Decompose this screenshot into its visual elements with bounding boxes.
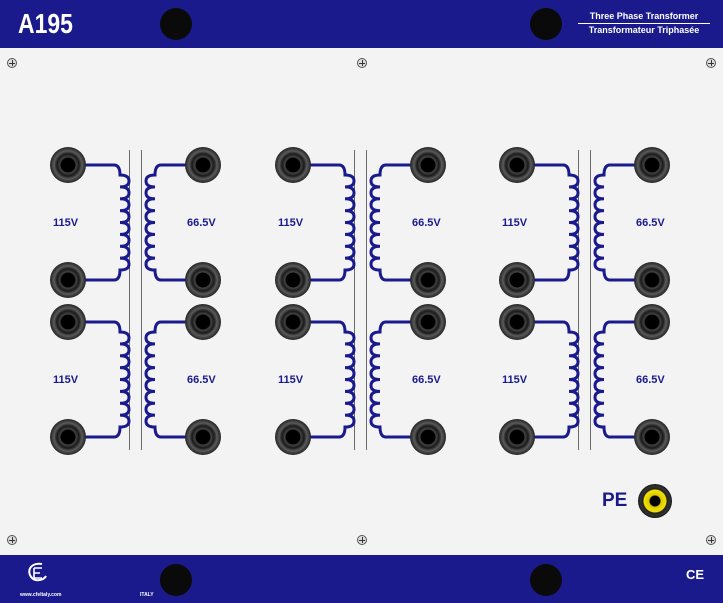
terminal-top[interactable] <box>275 147 311 183</box>
bottom-footer-band <box>0 555 723 603</box>
core-separator <box>578 150 579 450</box>
winding-voltage-label: 115V <box>53 217 79 229</box>
core-separator <box>141 150 142 450</box>
model-number: A195 <box>18 8 73 39</box>
winding-voltage-label: 115V <box>278 217 304 229</box>
terminal-bottom[interactable] <box>185 419 221 455</box>
winding-coil <box>144 163 203 282</box>
terminal-top[interactable] <box>634 304 670 340</box>
screw-icon <box>357 58 367 68</box>
terminal-bottom[interactable] <box>275 419 311 455</box>
core-separator <box>129 150 130 450</box>
title-french: Transformateur Triphasée <box>588 25 700 35</box>
terminal-top[interactable] <box>410 304 446 340</box>
screw-icon <box>7 535 17 545</box>
screw-icon <box>706 535 716 545</box>
terminal-top[interactable] <box>185 304 221 340</box>
top-header-band: A195 Three Phase Transformer Transformat… <box>0 0 723 48</box>
terminal-bottom[interactable] <box>634 262 670 298</box>
winding-coil <box>369 320 428 439</box>
pe-ground-terminal[interactable] <box>638 484 672 518</box>
winding-voltage-label: 115V <box>502 374 528 386</box>
screw-icon <box>357 535 367 545</box>
winding-coil <box>68 320 131 439</box>
screw-icon <box>706 58 716 68</box>
terminal-top[interactable] <box>634 147 670 183</box>
terminal-bottom[interactable] <box>499 419 535 455</box>
country-text: ITALY <box>140 592 154 598</box>
winding-coil <box>517 163 580 282</box>
title-english: Three Phase Transformer <box>578 10 710 24</box>
terminal-bottom[interactable] <box>634 419 670 455</box>
terminal-bottom[interactable] <box>499 262 535 298</box>
terminal-bottom[interactable] <box>275 262 311 298</box>
terminal-bottom[interactable] <box>185 262 221 298</box>
winding-coil <box>68 163 131 282</box>
terminal-bottom[interactable] <box>410 262 446 298</box>
winding-voltage-label: 66.5V <box>412 217 441 229</box>
terminal-top[interactable] <box>50 304 86 340</box>
winding-coil <box>517 320 580 439</box>
pe-label: PE <box>602 490 628 511</box>
winding-voltage-label: 66.5V <box>187 217 216 229</box>
mount-hole-top-left <box>160 8 192 40</box>
winding-voltage-label: 115V <box>278 374 304 386</box>
screw-icon <box>7 58 17 68</box>
winding-coil <box>369 163 428 282</box>
terminal-top[interactable] <box>185 147 221 183</box>
winding-coil <box>293 163 356 282</box>
mount-hole-bottom-right <box>530 564 562 596</box>
terminal-top[interactable] <box>499 147 535 183</box>
terminal-bottom[interactable] <box>50 419 86 455</box>
ce-mark: CE <box>686 567 705 582</box>
terminal-top[interactable] <box>499 304 535 340</box>
terminal-top[interactable] <box>410 147 446 183</box>
winding-coil <box>293 320 356 439</box>
terminal-bottom[interactable] <box>50 262 86 298</box>
terminal-top[interactable] <box>50 147 86 183</box>
terminal-bottom[interactable] <box>410 419 446 455</box>
terminal-top[interactable] <box>275 304 311 340</box>
winding-coil <box>144 320 203 439</box>
winding-coil <box>593 163 652 282</box>
panel-title: Three Phase Transformer Transformateur T… <box>578 10 710 37</box>
core-separator <box>590 150 591 450</box>
mount-hole-top-right <box>530 8 562 40</box>
core-separator <box>354 150 355 450</box>
winding-voltage-label: 115V <box>502 217 528 229</box>
website-text: www.cfeltaly.com <box>20 592 62 598</box>
winding-voltage-label: 66.5V <box>187 374 216 386</box>
winding-coil <box>593 320 652 439</box>
winding-voltage-label: 66.5V <box>636 217 665 229</box>
mount-hole-bottom-left <box>160 564 192 596</box>
manufacturer-logo-icon <box>28 562 47 582</box>
winding-voltage-label: 66.5V <box>412 374 441 386</box>
winding-voltage-label: 66.5V <box>636 374 665 386</box>
winding-voltage-label: 115V <box>53 374 79 386</box>
core-separator <box>366 150 367 450</box>
